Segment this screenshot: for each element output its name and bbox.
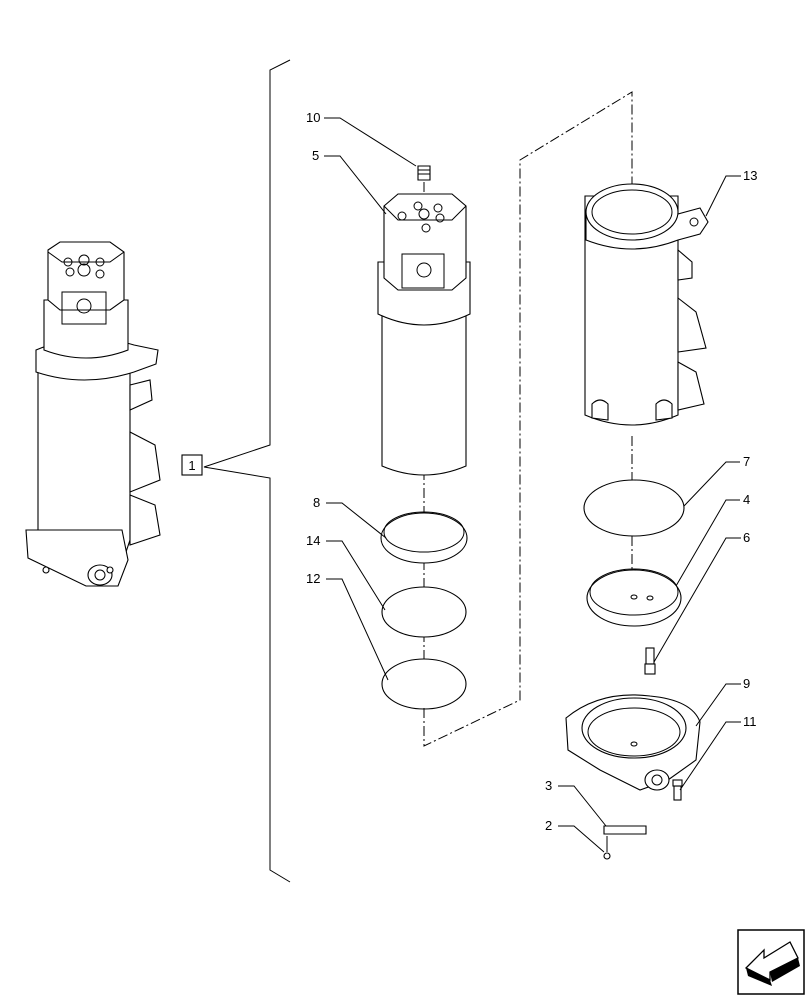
part-7-o-ring	[583, 479, 685, 537]
return-arrow-icon[interactable]	[737, 929, 805, 995]
part-9-base	[565, 694, 701, 791]
part-4-plate	[586, 568, 682, 627]
part-6-bolt	[644, 647, 656, 675]
part-12-o-ring	[381, 658, 467, 710]
callout-9: 9	[743, 676, 750, 691]
callout-10: 10	[306, 110, 320, 125]
callout-13: 13	[743, 168, 757, 183]
part-10-plug	[417, 165, 431, 181]
callout-box-1	[181, 454, 203, 476]
callout-11: 11	[743, 714, 757, 729]
part-3-plate	[603, 825, 647, 835]
callout-1: 1	[188, 458, 195, 473]
part-14-o-ring	[381, 586, 467, 638]
assembly-path	[423, 91, 633, 747]
part-13-housing	[584, 183, 709, 426]
callout-8: 8	[313, 495, 320, 510]
callout-6: 6	[743, 530, 750, 545]
leader-lines	[324, 117, 741, 853]
callout-3: 3	[545, 778, 552, 793]
callout-4: 4	[743, 492, 750, 507]
part-5-rotor	[377, 193, 471, 476]
part-8-seal	[380, 511, 468, 564]
callout-5: 5	[312, 148, 319, 163]
callout-14: 14	[306, 533, 320, 548]
part-11-screw	[672, 779, 683, 801]
group-bracket	[203, 59, 291, 883]
callout-2: 2	[545, 818, 552, 833]
assembled-swivel-joint	[25, 241, 161, 587]
callout-7: 7	[743, 454, 750, 469]
part-2-screw	[603, 836, 611, 860]
callout-12: 12	[306, 571, 320, 586]
